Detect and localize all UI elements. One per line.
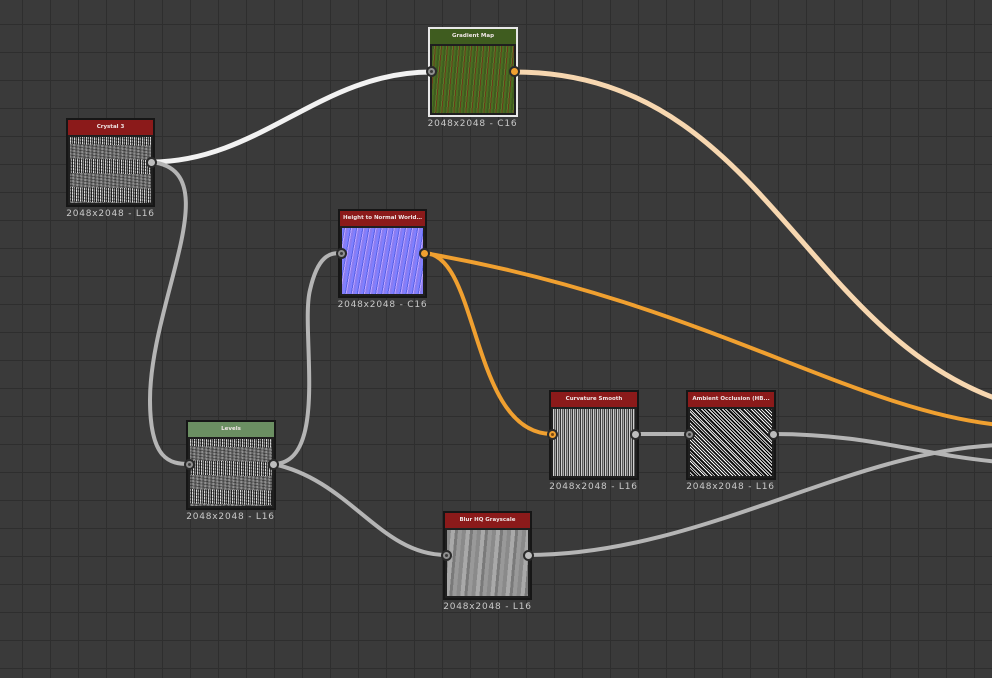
node-caption: 2048x2048 - C16 [337,300,428,310]
node-caption: 2048x2048 - C16 [427,119,518,129]
node-title: Levels [188,422,274,437]
input-port[interactable] [426,66,437,77]
wire-levels-to-normal[interactable] [272,251,342,466]
wire-crystal-to-levels[interactable] [147,160,190,466]
node-thumbnail [690,409,772,476]
node-curvature-smooth[interactable]: Curvature Smooth [549,390,639,480]
node-caption: 2048x2048 - L16 [186,512,275,522]
input-port[interactable] [336,248,347,259]
wire-crystal-to-gradient[interactable] [150,69,432,165]
node-thumbnail [447,530,528,596]
node-thumbnail [190,439,272,506]
input-port[interactable] [441,550,452,561]
node-caption: 2048x2048 - L16 [443,602,532,612]
input-port[interactable] [184,459,195,470]
wire-normal-to-curvature[interactable] [423,251,553,436]
output-port[interactable] [419,248,430,259]
wire-levels-to-blur[interactable] [272,462,447,557]
output-port[interactable] [630,429,641,440]
node-title: Gradient Map [430,29,516,44]
node-levels[interactable]: Levels [186,420,276,510]
node-thumbnail [70,137,151,203]
node-thumbnail [553,409,635,476]
node-ambient-occlusion[interactable]: Ambient Occlusion (HB... [686,390,776,480]
input-port[interactable] [684,429,695,440]
output-port[interactable] [268,459,279,470]
wire-normal-out[interactable] [423,251,992,427]
node-title: Curvature Smooth [551,392,637,407]
node-caption: 2048x2048 - L16 [66,209,155,219]
node-gradient-map[interactable]: Gradient Map [428,27,518,117]
node-title: Blur HQ Grayscale [445,513,530,528]
node-caption: 2048x2048 - L16 [686,482,775,492]
input-port[interactable] [547,429,558,440]
wire-gradient-out[interactable] [513,69,992,400]
wire-ao-out[interactable] [772,432,992,464]
node-title: Crystal 3 [68,120,153,135]
node-title: Ambient Occlusion (HB... [688,392,774,407]
node-height-to-normal[interactable]: Height to Normal World... [338,209,427,298]
output-port[interactable] [146,157,157,168]
node-caption: 2048x2048 - L16 [549,482,638,492]
output-port[interactable] [509,66,520,77]
node-thumbnail [342,228,423,294]
node-crystal[interactable]: Crystal 3 [66,118,155,207]
wire-blur-out[interactable] [527,443,992,557]
node-title: Height to Normal World... [340,211,425,226]
output-port[interactable] [523,550,534,561]
output-port[interactable] [768,429,779,440]
node-thumbnail [432,46,514,113]
node-blur-hq[interactable]: Blur HQ Grayscale [443,511,532,600]
